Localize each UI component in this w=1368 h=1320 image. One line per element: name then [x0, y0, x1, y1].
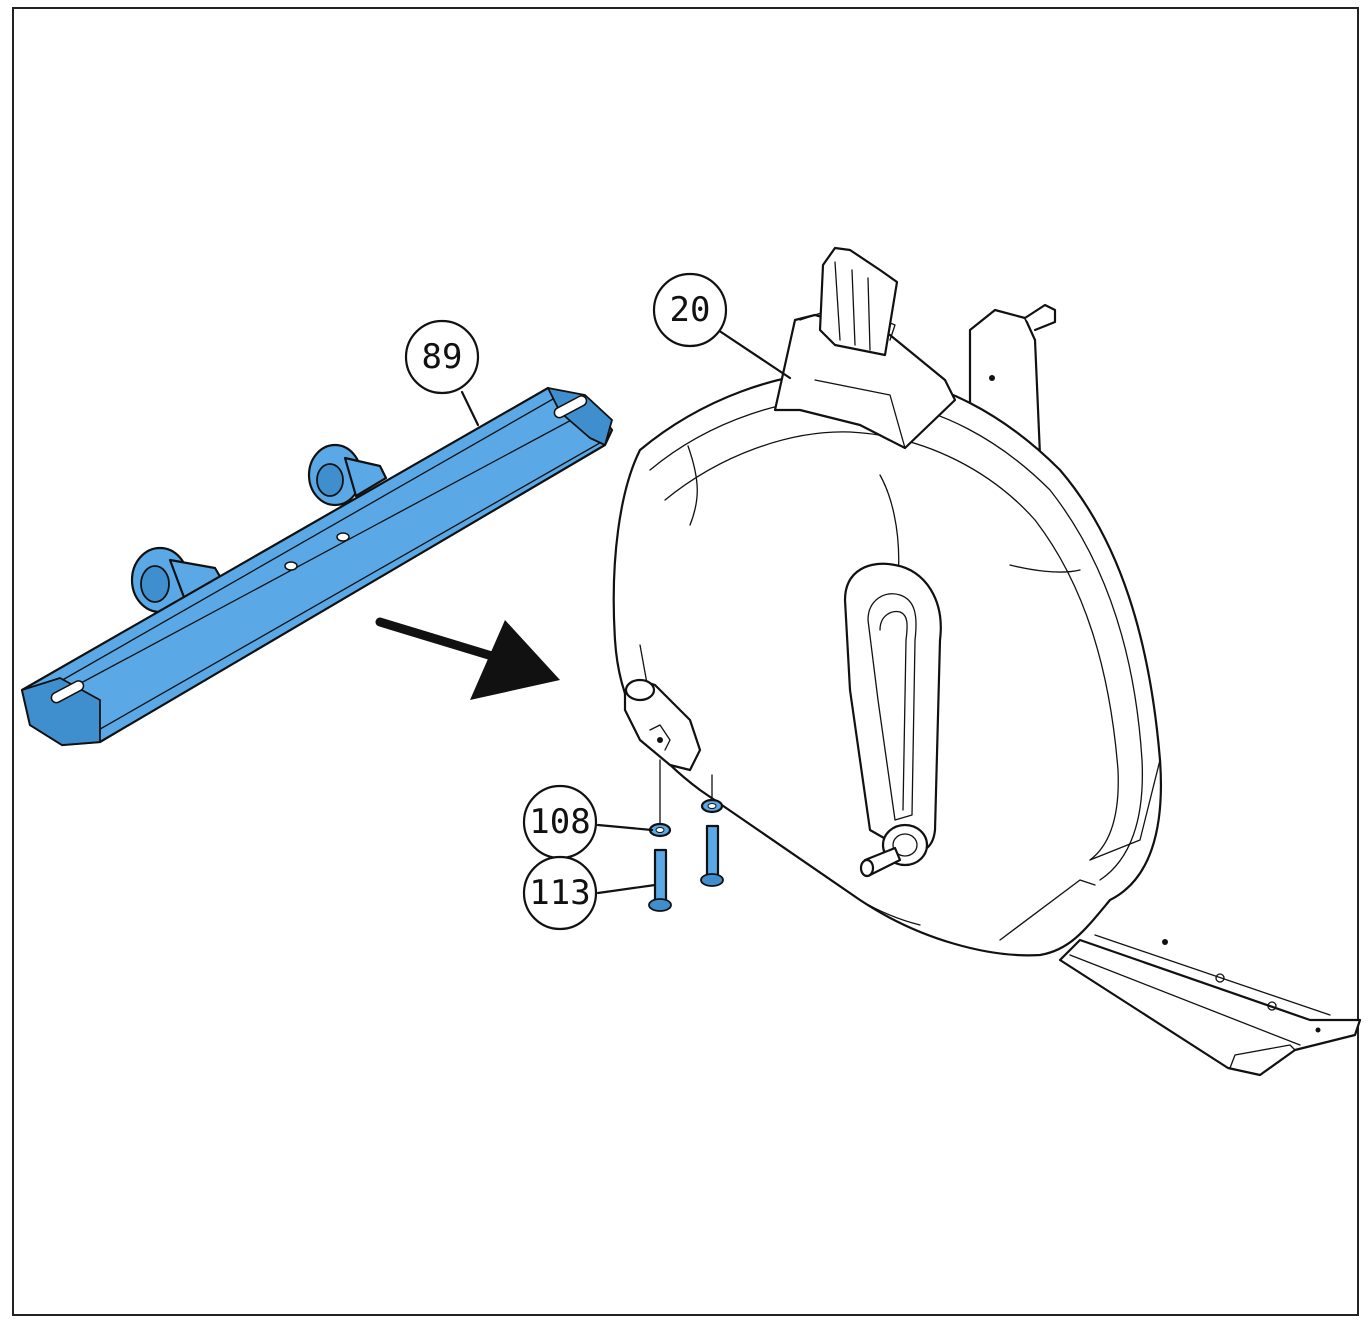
callout-108-label: 108 [529, 802, 590, 842]
front-stabilizer-crossbar [20, 386, 614, 747]
transport-wheel-right [307, 443, 388, 507]
callout-108: 108 [522, 784, 654, 860]
bolt-right [700, 824, 724, 887]
assembly-direction-arrow-icon [375, 617, 560, 700]
callout-20: 20 [652, 272, 792, 380]
callout-89-label: 89 [422, 337, 463, 377]
front-mount-bracket [623, 678, 702, 772]
callout-113: 113 [522, 855, 657, 931]
callout-20-label: 20 [670, 290, 711, 330]
transport-wheel-left [130, 546, 224, 614]
callout-113-label: 113 [529, 873, 590, 913]
main-frame-housing [612, 246, 1362, 1077]
crank-axle [859, 823, 929, 878]
callout-89: 89 [404, 319, 480, 427]
washer-right [700, 798, 724, 814]
bolt-left [648, 848, 672, 912]
base-rail [1058, 934, 1362, 1077]
seat-post-tube [773, 246, 957, 450]
